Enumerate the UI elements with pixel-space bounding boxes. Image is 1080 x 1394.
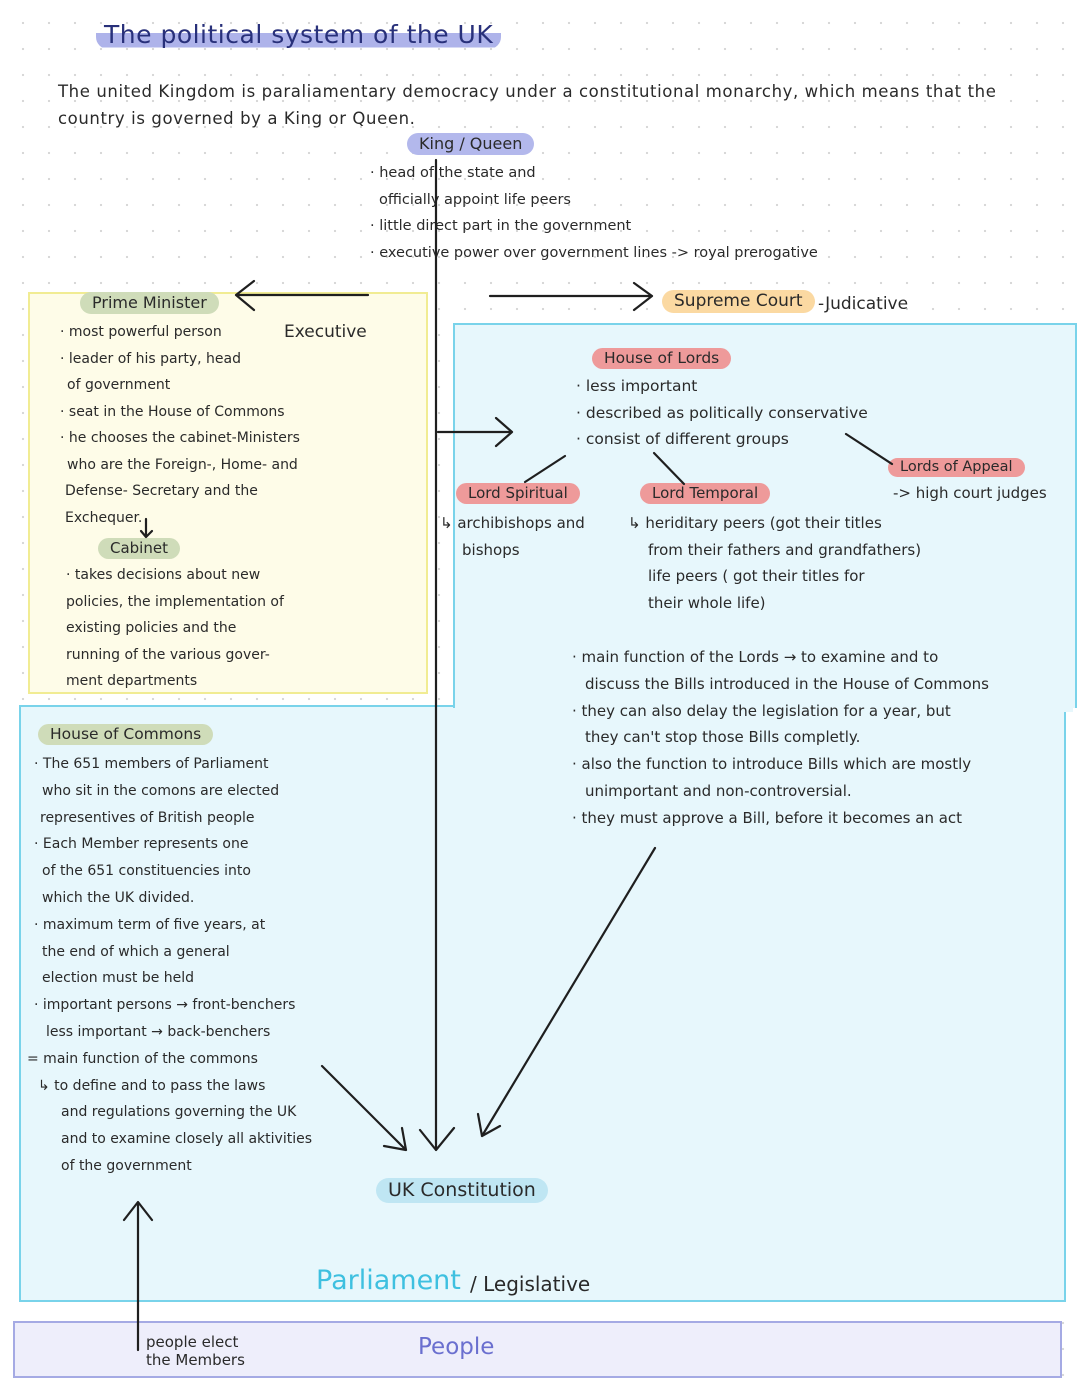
house-of-commons-badge: House of Commons: [38, 724, 214, 745]
page-title: The political system of the UK: [96, 20, 502, 49]
king-note: officially appoint life peers: [379, 191, 571, 208]
lords-function-notes: · main function of the Lords → to examin…: [572, 644, 989, 832]
commons-note: and regulations governing the UK: [61, 1104, 297, 1121]
king-note: · head of the state and: [370, 165, 536, 181]
people-elect-note: people elect the Members: [146, 1333, 245, 1369]
prime-minister-notes: · most powerful person · leader of his p…: [60, 319, 300, 531]
parliament-box-inner-edge: [19, 705, 453, 707]
commons-note: the end of which a general: [42, 943, 230, 960]
house-of-lords-notes: · less important · described as politica…: [576, 373, 868, 453]
intro-line: country is governed by a King or Queen.: [58, 109, 416, 128]
commons-note: = main function of the commons: [27, 1050, 258, 1067]
lords-note: · described as politically conservative: [576, 403, 868, 422]
people-elect-line: people elect: [146, 1333, 239, 1351]
cabinet-note: existing policies and the: [66, 620, 237, 636]
pm-note: · he chooses the cabinet-Ministers: [60, 430, 300, 446]
pm-note: · seat in the House of Commons: [60, 403, 285, 420]
supreme-court-badge: Supreme Court: [662, 290, 815, 313]
spiritual-note: ↳ archibishops and: [440, 514, 585, 532]
people-box: [13, 1321, 1062, 1378]
cabinet-badge: Cabinet: [98, 538, 180, 559]
connector-lord-temporal: [652, 451, 686, 486]
commons-note: of the 651 constituencies into: [42, 863, 251, 880]
commons-note: · important persons → front-benchers: [34, 997, 296, 1014]
arrow-commons-to-constitution: [320, 1064, 408, 1152]
temporal-note: from their fathers and grandfathers): [648, 540, 922, 559]
parliament-box-join: [455, 700, 1073, 712]
lord-spiritual-notes: ↳ archibishops and bishops: [440, 510, 585, 563]
pm-note: · most powerful person: [60, 324, 222, 340]
lords-function-note: they can't stop those Bills completly.: [585, 728, 861, 747]
king-queen-badge: King / Queen: [407, 133, 535, 155]
judicative-label: -Judicative: [818, 294, 909, 314]
lord-temporal-notes: ↳ heriditary peers (got their titles fro…: [628, 510, 921, 616]
commons-note: of the government: [61, 1157, 192, 1174]
lords-note: · less important: [576, 377, 698, 395]
house-of-commons-notes: · The 651 members of Parliament who sit …: [27, 751, 313, 1180]
connector-lord-spiritual: [523, 454, 567, 484]
commons-note: · maximum term of five years, at: [34, 916, 266, 933]
pm-note: who are the Foreign-, Home- and: [67, 456, 298, 473]
lords-function-note: discuss the Bills introduced in the Hous…: [585, 674, 989, 693]
arrow-pm-to-cabinet: [139, 517, 154, 539]
parliament-label: Parliament: [316, 1265, 461, 1296]
people-elect-line: the Members: [146, 1351, 245, 1369]
cabinet-note: · takes decisions about new: [66, 567, 261, 583]
parliament-box: [19, 705, 1066, 1302]
spiritual-note: bishops: [462, 540, 520, 559]
intro-line: The united Kingdom is paraliamentary dem…: [58, 82, 997, 101]
pm-note: Exchequer.: [65, 509, 143, 526]
commons-note: and to examine closely all aktivities: [61, 1131, 313, 1148]
house-of-lords-badge: House of Lords: [592, 348, 732, 369]
commons-note: which the UK divided.: [42, 889, 195, 906]
legislative-label: / Legislative: [470, 1272, 591, 1296]
arrow-to-house-of-lords: [436, 416, 514, 448]
lords-function-note: · main function of the Lords → to examin…: [572, 648, 939, 666]
commons-note: representives of British people: [40, 809, 255, 826]
connector-lords-of-appeal: [844, 432, 894, 466]
prime-minister-badge: Prime Minister: [80, 292, 219, 314]
cabinet-note: policies, the implementation of: [66, 593, 284, 610]
lords-of-appeal-note: -> high court judges: [893, 484, 1047, 502]
pm-note: · leader of his party, head: [60, 350, 241, 367]
arrow-lords-to-constitution: [476, 846, 657, 1138]
king-queen-notes: · head of the state and officially appoi…: [370, 160, 818, 266]
intro-text: The united Kingdom is paraliamentary dem…: [58, 78, 996, 132]
lords-function-note: · they must approve a Bill, before it be…: [572, 808, 963, 827]
commons-note: · The 651 members of Parliament: [34, 756, 269, 772]
lords-of-appeal-badge: Lords of Appeal: [888, 458, 1025, 477]
lord-temporal-badge: Lord Temporal: [640, 483, 771, 504]
pm-note: of government: [67, 377, 171, 393]
lords-note: · consist of different groups: [576, 430, 789, 448]
commons-note: · Each Member represents one: [34, 836, 249, 853]
executive-box: [28, 292, 428, 694]
lord-spiritual-badge: Lord Spiritual: [456, 483, 580, 504]
uk-constitution-badge: UK Constitution: [376, 1178, 548, 1203]
cabinet-note: running of the various gover-: [66, 646, 270, 663]
arrow-to-prime-minister: [234, 279, 370, 312]
executive-label: Executive: [284, 322, 367, 342]
commons-note: election must be held: [42, 970, 195, 987]
cabinet-notes: · takes decisions about new policies, th…: [66, 562, 284, 695]
arrow-people-elect: [122, 1200, 154, 1352]
parliament-box-upper: [453, 323, 1077, 708]
temporal-note: ↳ heriditary peers (got their titles: [628, 514, 882, 532]
arrow-to-supreme-court: [488, 281, 654, 312]
lords-function-note: · also the function to introduce Bills w…: [572, 755, 972, 774]
temporal-note: their whole life): [648, 593, 766, 612]
lords-function-note: unimportant and non-controversial.: [585, 781, 852, 800]
arrow-to-constitution-center: [418, 158, 456, 1152]
temporal-note: life peers ( got their titles for: [648, 567, 865, 585]
commons-note: less important → back-benchers: [46, 1023, 271, 1040]
commons-note: who sit in the comons are elected: [42, 782, 280, 799]
lords-function-note: · they can also delay the legislation fo…: [572, 701, 951, 720]
cabinet-note: ment departments: [66, 673, 198, 689]
people-label: People: [418, 1334, 495, 1360]
pm-note: Defense- Secretary and the: [65, 483, 258, 499]
king-note: · executive power over government lines …: [370, 244, 818, 261]
commons-note: ↳ to define and to pass the laws: [38, 1077, 266, 1094]
